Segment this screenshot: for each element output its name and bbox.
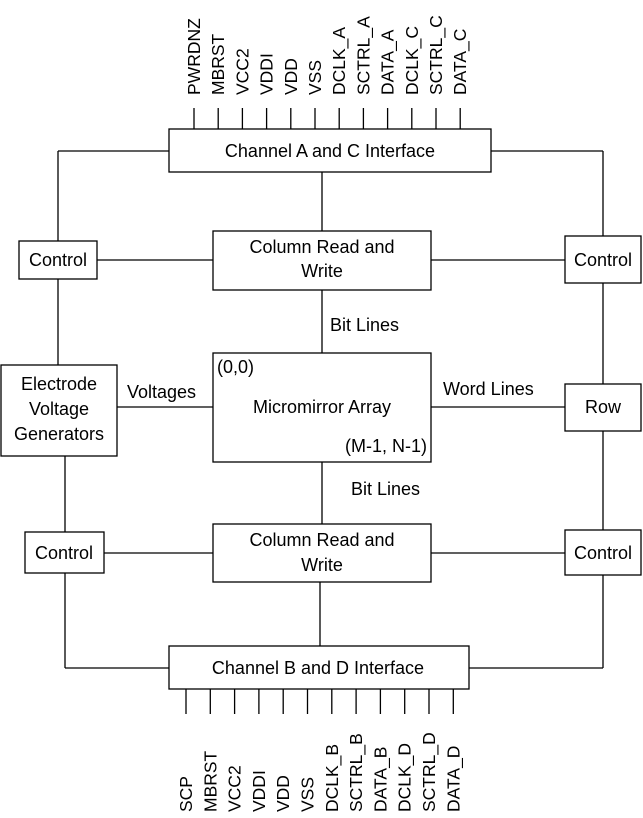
bottom-pin-label-vcc2: VCC2: [225, 765, 245, 812]
electrode-line1: Electrode: [21, 374, 97, 394]
bottom-pin-label-dclk-b: DCLK_B: [322, 744, 343, 812]
bit-lines-top-label: Bit Lines: [330, 315, 399, 335]
voltages-label: Voltages: [127, 382, 196, 402]
control-top-left-block: Control: [18, 240, 98, 280]
column-rw-bottom-block: Column Read and Write: [212, 523, 432, 583]
electrode-line2: Voltage: [29, 399, 89, 419]
word-lines-label: Word Lines: [443, 379, 534, 399]
control-bottom-right-label: Control: [574, 543, 632, 563]
bottom-pin-label-sctrl-b: SCTRL_B: [346, 733, 367, 812]
control-bottom-left-block: Control: [24, 531, 105, 574]
micromirror-array-block: (0,0) Micromirror Array (M-1, N-1): [212, 352, 432, 463]
control-bottom-left-label: Control: [35, 543, 93, 563]
electrode-line3: Generators: [14, 424, 104, 444]
channel-bd-block: Channel B and D Interface: [168, 645, 470, 690]
column-rw-bottom-line2: Write: [301, 555, 343, 575]
top-pin-label-sctrl-c: SCTRL_C: [426, 15, 447, 95]
bottom-pin-label-sctrl-d: SCTRL_D: [419, 732, 440, 812]
array-title-label: Micromirror Array: [253, 397, 391, 417]
top-pin-label-sctrl-a: SCTRL_A: [353, 16, 374, 95]
bottom-pin-label-data-b: DATA_B: [370, 747, 391, 812]
row-block: Row: [564, 383, 642, 432]
bottom-pin-label-scp: SCP: [176, 776, 196, 812]
column-rw-top-block: Column Read and Write: [212, 230, 432, 291]
top-pin-label-data-c: DATA_C: [450, 29, 471, 95]
control-top-right-block: Control: [564, 235, 642, 284]
bottom-pin-label-dclk-d: DCLK_D: [395, 743, 416, 812]
column-rw-top-line2: Write: [301, 261, 343, 281]
row-label: Row: [585, 397, 622, 417]
bit-lines-bottom-label: Bit Lines: [351, 479, 420, 499]
channel-ac-block: Channel A and C Interface: [168, 128, 492, 173]
bottom-pin-label-vdd: VDD: [273, 775, 293, 812]
control-top-right-label: Control: [574, 250, 632, 270]
top-pin-label-vdd: VDD: [281, 58, 301, 95]
column-rw-top-line1: Column Read and: [249, 237, 394, 257]
electrode-voltage-generators-block: Electrode Voltage Generators: [0, 364, 118, 457]
top-pin-label-dclk-c: DCLK_C: [402, 26, 423, 95]
array-origin-label: (0,0): [217, 357, 254, 377]
array-end-label: (M-1, N-1): [345, 436, 427, 456]
channel-bd-label: Channel B and D Interface: [212, 658, 424, 678]
bottom-pin-label-vddi: VDDI: [249, 770, 269, 812]
column-rw-bottom-line1: Column Read and: [249, 530, 394, 550]
top-pin-label-dclk-a: DCLK_A: [329, 27, 350, 95]
wires: [57, 150, 604, 669]
top-pin-label-vddi: VDDI: [257, 53, 277, 95]
control-bottom-right-block: Control: [564, 529, 642, 576]
bottom-pin-label-data-d: DATA_D: [443, 746, 464, 812]
control-top-left-label: Control: [29, 250, 87, 270]
top-pin-label-pwrdnz: PWRDNZ: [184, 18, 204, 95]
bottom-pin-label-vss: VSS: [298, 777, 318, 812]
top-pin-label-data-a: DATA_A: [378, 29, 399, 95]
top-pin-label-vcc2: VCC2: [232, 48, 252, 95]
channel-ac-label: Channel A and C Interface: [225, 141, 435, 161]
top-pin-label-vss: VSS: [305, 60, 325, 95]
top-pin-label-mbrst: MBRST: [208, 33, 228, 95]
bottom-pin-label-mbrst: MBRST: [200, 750, 220, 812]
